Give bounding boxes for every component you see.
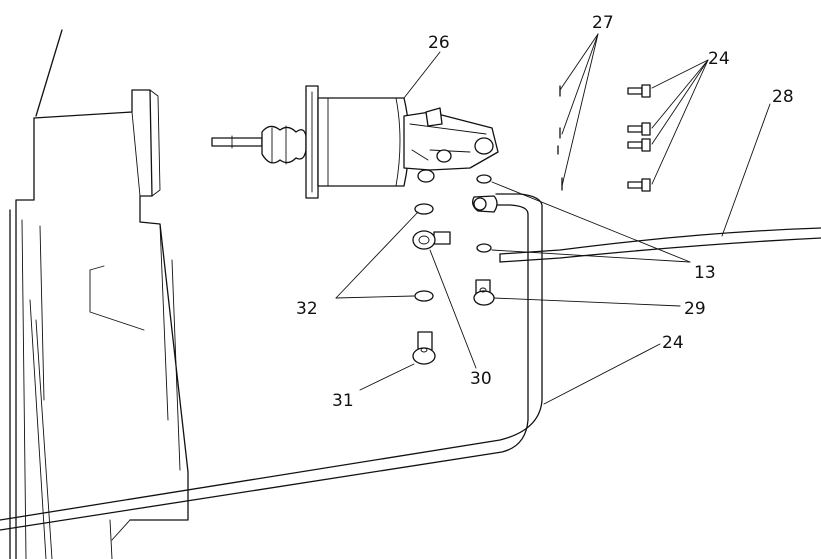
callout-13: 13 <box>694 263 716 283</box>
callout-24-bolts: 24 <box>708 49 730 69</box>
banjo-bolt-29 <box>473 279 495 306</box>
bolts-24 <box>627 84 651 192</box>
pipe-24 <box>0 193 543 531</box>
studs-27 <box>557 85 563 191</box>
callout-30: 30 <box>470 369 492 389</box>
leader-lines <box>335 33 771 405</box>
washers-13 <box>476 174 492 253</box>
callout-27: 27 <box>592 13 614 33</box>
clutch-booster-26 <box>211 85 499 199</box>
washers-32 <box>414 203 434 302</box>
callout-29: 29 <box>684 299 706 319</box>
callout-31: 31 <box>332 391 354 411</box>
banjo-bolt-31 <box>412 331 436 365</box>
callout-28: 28 <box>772 87 794 107</box>
callout-32: 32 <box>296 299 318 319</box>
callout-26: 26 <box>428 33 450 53</box>
banjo-fitting-30 <box>412 230 451 250</box>
callout-labels: 26 27 24 28 13 29 32 30 24 31 <box>296 13 794 411</box>
pipe-28 <box>499 227 821 263</box>
callout-24-pipe: 24 <box>662 333 684 353</box>
frame-bracket <box>9 29 189 559</box>
